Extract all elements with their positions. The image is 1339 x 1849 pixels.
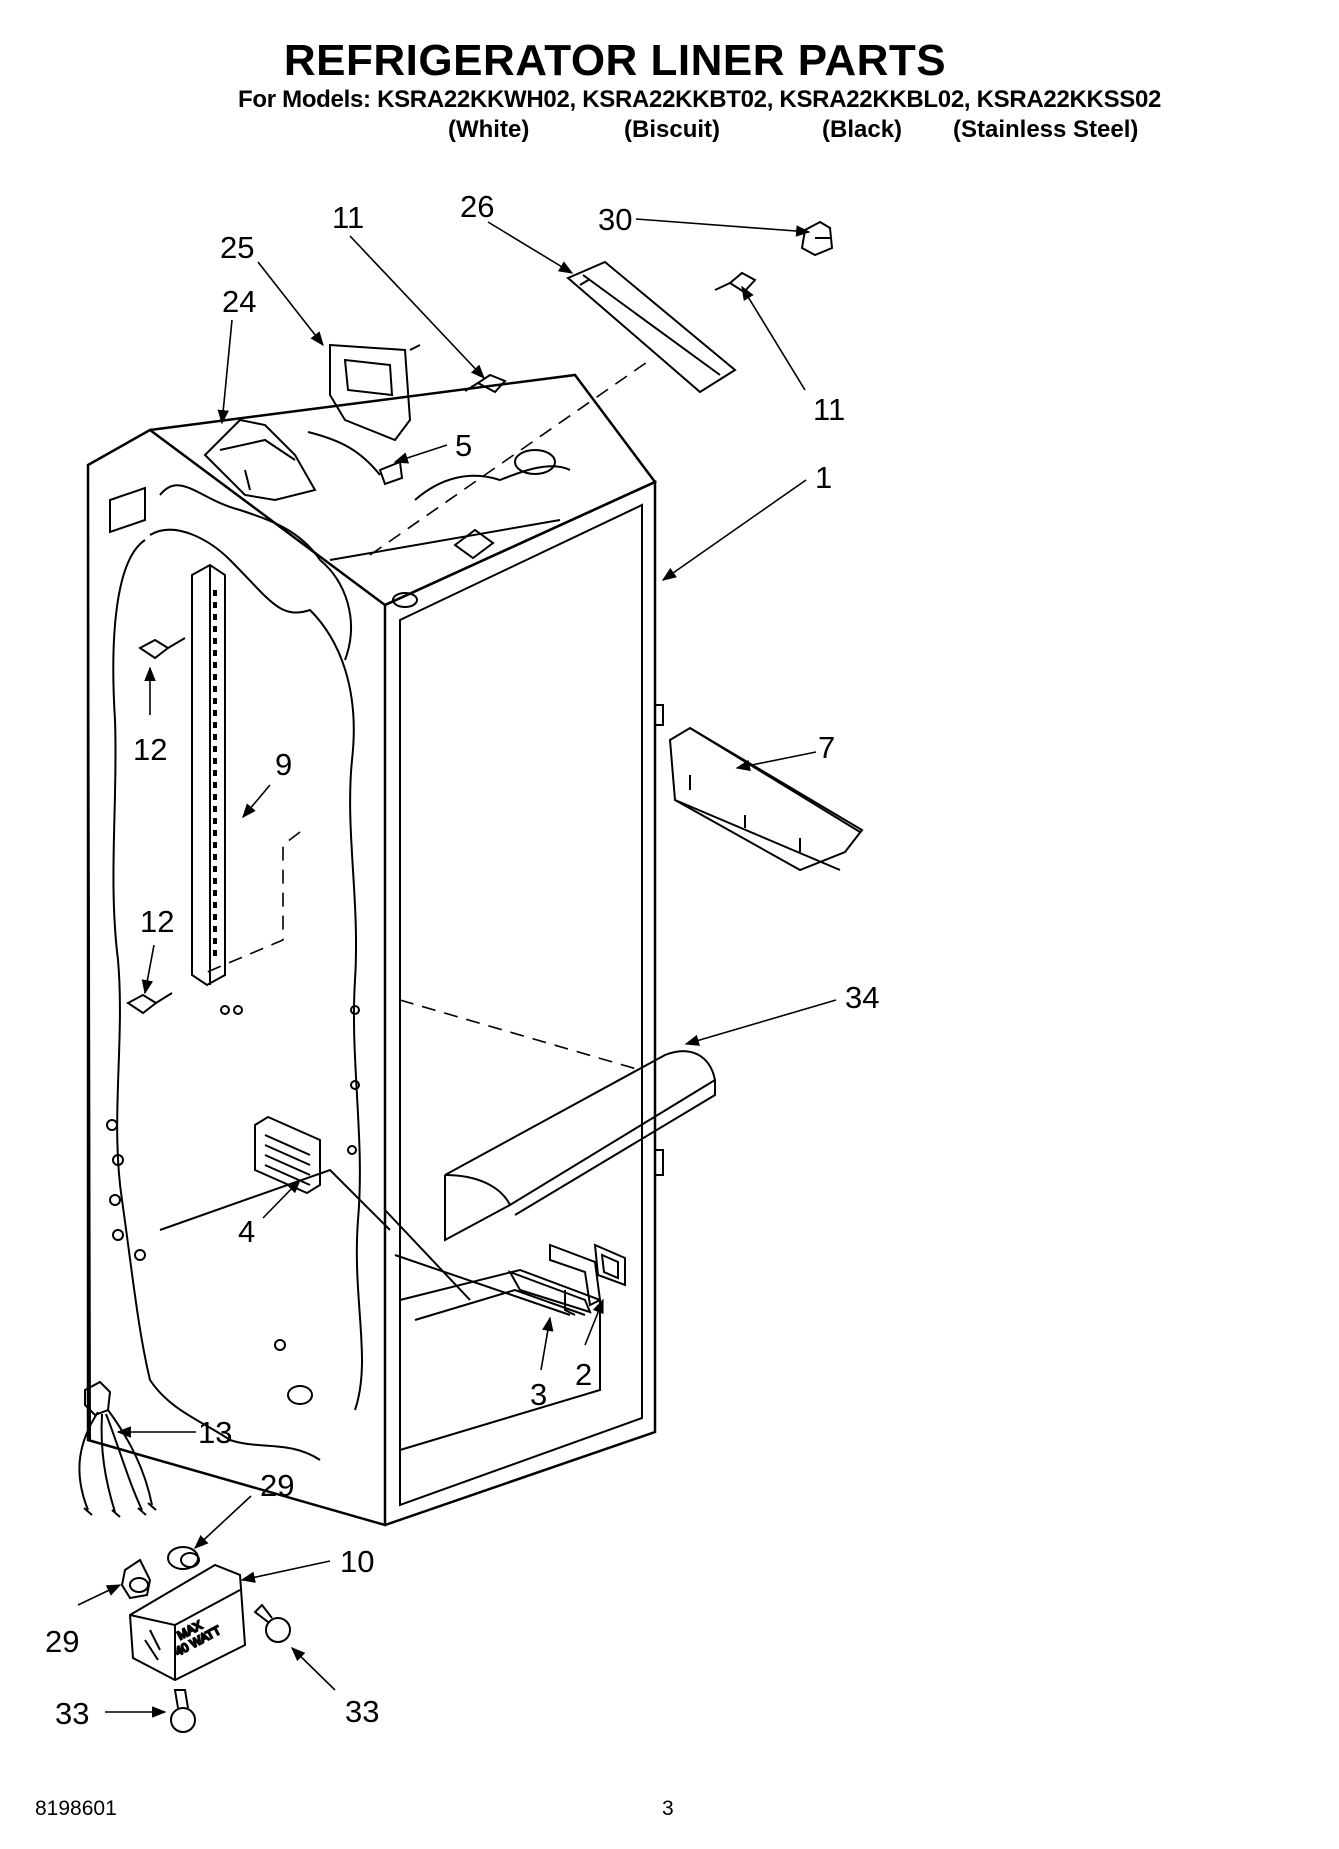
wire-harness [78, 1380, 157, 1518]
callout-5: 5 [455, 428, 472, 463]
callout-33-right: 33 [345, 1694, 379, 1729]
callout-30: 30 [598, 202, 632, 237]
screw-top-right [714, 271, 757, 294]
liner-cabinet [86, 359, 664, 1527]
screw-lower [126, 992, 173, 1015]
shelf-bracket [668, 726, 864, 872]
callout-11-top: 11 [332, 200, 364, 235]
variant-black: (Black) [822, 116, 903, 143]
callout-10: 10 [340, 1544, 374, 1579]
light-assembly [203, 343, 507, 502]
shelf-rail [191, 563, 226, 987]
callout-3: 3 [530, 1377, 547, 1412]
callout-labels: 30 26 11 11 25 24 5 1 12 9 7 12 34 4 3 2… [45, 189, 879, 1731]
callout-7: 7 [818, 730, 835, 765]
screw-upper [138, 637, 186, 660]
light-bulb-bottom [170, 1689, 196, 1733]
callout-11-right: 11 [813, 392, 845, 427]
callout-33-left: 33 [55, 1696, 89, 1731]
callout-13: 13 [198, 1415, 232, 1450]
leader-arrows [77, 218, 837, 1718]
variant-biscuit: (Biscuit) [624, 116, 720, 143]
callout-34: 34 [845, 980, 879, 1015]
top-channel [566, 260, 737, 394]
callout-12-upper: 12 [133, 732, 167, 767]
page-title: REFRIGERATOR LINER PARTS [283, 36, 947, 85]
models-line: For Models: KSRA22KKWH02, KSRA22KKBT02, … [238, 86, 1162, 113]
page-number: 3 [662, 1797, 674, 1820]
callout-9: 9 [275, 747, 292, 782]
callout-29-upper: 29 [260, 1468, 294, 1503]
bracket-right [549, 1243, 626, 1307]
callout-29-lower: 29 [45, 1624, 79, 1659]
callout-1: 1 [815, 460, 832, 495]
light-bulb-right [253, 1603, 291, 1643]
drain-grille [254, 1115, 321, 1195]
doc-number: 8198601 [35, 1797, 117, 1820]
bracket-left [507, 1270, 592, 1316]
callout-24: 24 [222, 284, 256, 319]
clip [800, 220, 834, 257]
lamp-socket-lower [120, 1558, 152, 1600]
callout-4: 4 [238, 1214, 255, 1249]
callout-26: 26 [460, 189, 494, 224]
lamp-socket-upper [167, 1546, 200, 1570]
callout-25: 25 [220, 230, 254, 265]
callout-12-lower: 12 [140, 904, 174, 939]
crisper-cover [444, 1050, 717, 1242]
callout-2: 2 [575, 1357, 592, 1392]
variant-stainless: (Stainless Steel) [953, 116, 1139, 143]
variant-white: (White) [448, 116, 530, 143]
